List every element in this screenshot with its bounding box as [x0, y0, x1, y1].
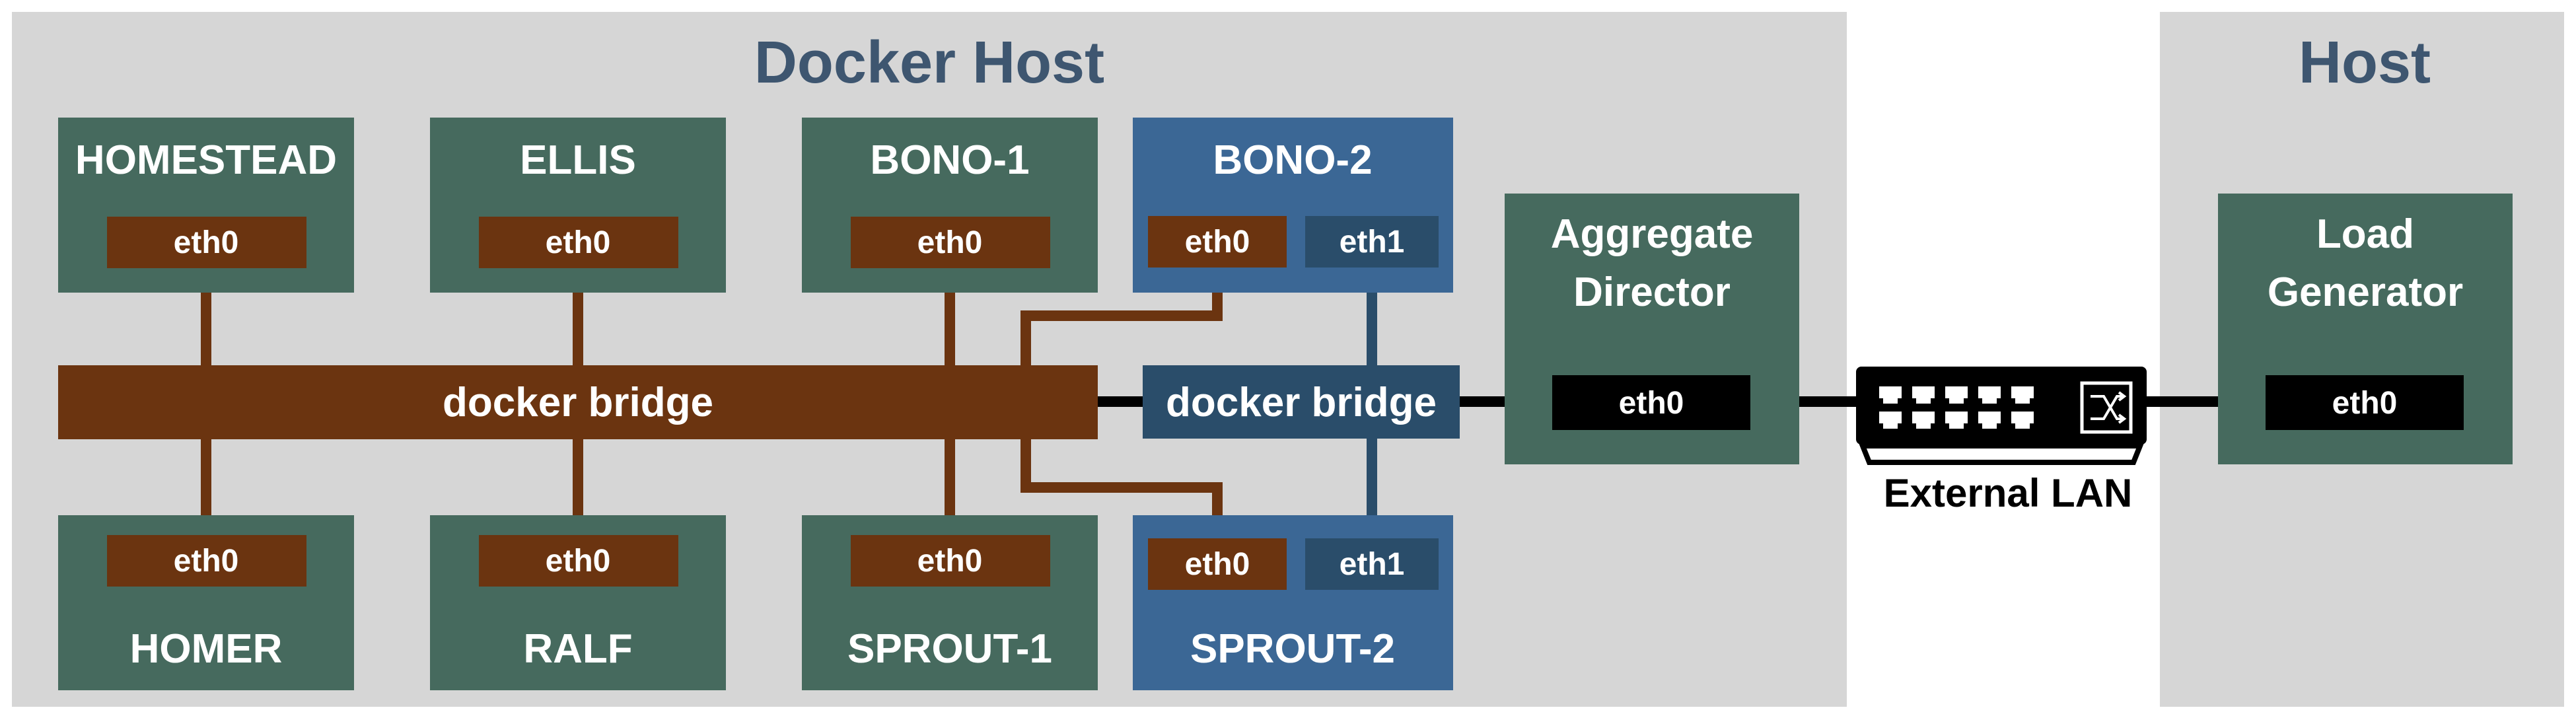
sprout1-container: eth0 SPROUT-1: [802, 515, 1098, 690]
switch-crossover-icon: [2080, 381, 2133, 434]
ellis-eth0-label: eth0: [546, 225, 611, 260]
bono2-label: BONO-2: [1213, 137, 1372, 183]
sprout2-eth1-label: eth1: [1340, 547, 1405, 582]
bono1-label: BONO-1: [870, 137, 1029, 183]
bono2-eth0-port: [1148, 216, 1287, 268]
load-generator-label-line1: Load: [2316, 211, 2414, 257]
ellis-eth0-port: [479, 217, 678, 268]
bono2-eth1-label: eth1: [1340, 225, 1405, 260]
homer-eth0-label: eth0: [174, 544, 239, 579]
homestead-eth0-port: [107, 217, 306, 268]
sprout2-label: SPROUT-2: [1190, 626, 1395, 672]
homer-label: HOMER: [130, 626, 283, 672]
sprout1-label: SPROUT-1: [847, 626, 1052, 672]
ellis-label: ELLIS: [520, 137, 636, 183]
homestead-eth0-label: eth0: [174, 225, 239, 260]
bono1-eth0-label: eth0: [917, 225, 983, 260]
main-docker-bridge: docker bridge: [58, 365, 1098, 439]
bono2-eth1-port: [1305, 216, 1439, 268]
main-docker-bridge-label: docker bridge: [443, 380, 713, 425]
aggregate-director-container: Aggregate Director eth0: [1505, 194, 1799, 464]
aggregate-director-eth0-label: eth0: [1619, 386, 1684, 421]
sprout2-eth0-port: [1148, 538, 1287, 590]
bono2-eth0-label: eth0: [1185, 225, 1250, 260]
ralf-eth0-port: [479, 535, 678, 587]
load-generator-label-line2: Generator: [2268, 269, 2463, 315]
sprout2-container: eth0 eth1 SPROUT-2: [1133, 515, 1453, 690]
bono1-container: BONO-1 eth0: [802, 118, 1098, 293]
load-generator-eth0-port: [2266, 375, 2464, 430]
ralf-label: RALF: [523, 626, 632, 672]
switch-port-icons: [1879, 386, 2034, 429]
aggregate-director-label-line2: Director: [1573, 269, 1731, 315]
aggregate-director-eth0-port: [1552, 375, 1750, 430]
bono1-eth0-port: [851, 217, 1050, 268]
sprout1-eth0-port: [851, 535, 1050, 587]
homestead-label: HOMESTEAD: [75, 137, 337, 183]
homestead-container: HOMESTEAD eth0: [58, 118, 354, 293]
switch-icon: [1856, 367, 2147, 465]
sprout1-eth0-label: eth0: [917, 544, 983, 579]
homer-eth0-port: [107, 535, 306, 587]
homer-container: eth0 HOMER: [58, 515, 354, 690]
secondary-docker-bridge-label: docker bridge: [1166, 380, 1437, 425]
ralf-container: eth0 RALF: [430, 515, 726, 690]
host-title: Host: [2299, 30, 2431, 96]
sprout2-eth1-port: [1305, 538, 1439, 590]
sprout2-eth0-label: eth0: [1185, 547, 1250, 582]
aggregate-director-label-line1: Aggregate: [1551, 211, 1754, 257]
docker-host-title: Docker Host: [754, 30, 1104, 96]
external-lan-label: External LAN: [1884, 471, 2133, 515]
bono2-container: BONO-2 eth0 eth1: [1133, 118, 1453, 293]
load-generator-container: Load Generator eth0: [2218, 194, 2513, 464]
ralf-eth0-label: eth0: [546, 544, 611, 579]
ellis-container: ELLIS eth0: [430, 118, 726, 293]
load-generator-eth0-label: eth0: [2332, 386, 2398, 421]
secondary-docker-bridge: docker bridge: [1143, 365, 1460, 439]
